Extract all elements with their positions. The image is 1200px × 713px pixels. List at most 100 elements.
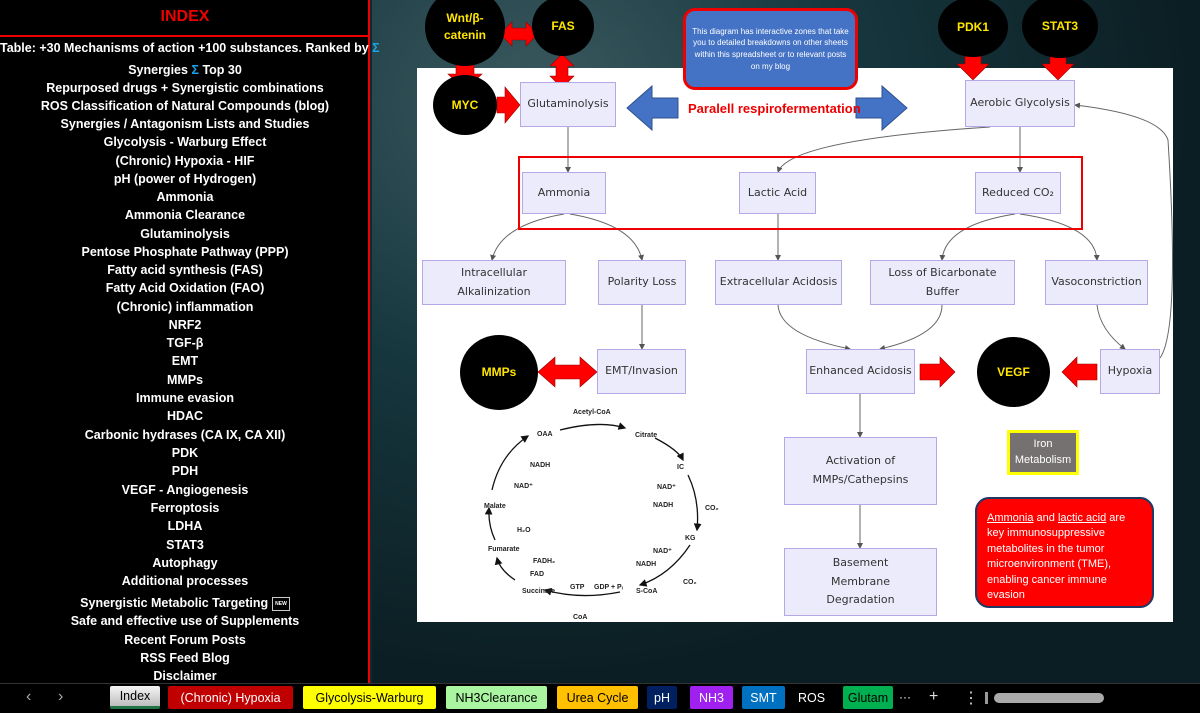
next-sheet-button[interactable]: › <box>58 688 64 705</box>
arrow-left-icon <box>1061 356 1098 388</box>
sheet-tab[interactable]: NH3 <box>690 686 733 709</box>
double-arrow-icon <box>537 356 598 388</box>
box-enhanced-acidosis[interactable]: Enhanced Acidosis <box>806 349 915 394</box>
sidebar-item[interactable]: PDK <box>0 446 370 460</box>
box-intracellular-alkalinization[interactable]: Intracellular Alkalinization <box>422 260 566 305</box>
sheet-tab[interactable]: Glycolysis-Warburg <box>303 686 436 709</box>
sidebar-item[interactable]: TGF-β <box>0 336 370 350</box>
box-reduced-co2[interactable]: Reduced CO₂ <box>975 172 1061 214</box>
info-text: This diagram has interactive zones that … <box>692 26 849 71</box>
label: MMPs <box>481 365 517 380</box>
sidebar-item[interactable]: Fatty Acid Oxidation (FAO) <box>0 281 370 295</box>
box-hypoxia[interactable]: Hypoxia <box>1100 349 1160 394</box>
sidebar-item[interactable]: Glycolysis - Warburg Effect <box>0 135 370 149</box>
sidebar-item-synergies-top30[interactable]: Synergies Σ Top 30 <box>0 63 370 77</box>
edge <box>879 304 943 351</box>
label: Ammonia Clearance <box>124 208 246 222</box>
sidebar-item[interactable]: Recent Forum Posts <box>0 633 370 647</box>
sidebar-item[interactable]: EMT <box>0 354 370 368</box>
node-myc[interactable]: MYC <box>433 75 497 135</box>
scrollbar-thumb[interactable] <box>994 693 1104 703</box>
label: Repurposed drugs + Synergistic combinati… <box>46 81 324 95</box>
box-vasoconstriction[interactable]: Vasoconstriction <box>1045 260 1148 305</box>
sidebar-item[interactable]: Immune evasion <box>0 391 370 405</box>
node-wnt-beta-catenin[interactable]: Wnt/β-catenin <box>425 0 505 66</box>
sidebar-item[interactable]: Autophagy <box>0 556 370 570</box>
sheet-tab[interactable]: (Chronic) Hypoxia <box>168 686 293 709</box>
box-polarity-loss[interactable]: Polarity Loss <box>598 260 686 305</box>
sheet-tab[interactable]: ROS <box>793 686 830 709</box>
sidebar-item[interactable]: (Chronic) Hypoxia - HIF <box>0 154 370 168</box>
more-sheets-button[interactable]: ··· <box>899 690 911 704</box>
lactic-acid-link[interactable]: lactic acid <box>1057 512 1107 524</box>
sheet-tab[interactable]: pH <box>647 686 677 709</box>
box-emt-invasion[interactable]: EMT/Invasion <box>597 349 686 394</box>
edge <box>939 213 1016 261</box>
sheet-tab[interactable]: NH3Clearance <box>446 686 547 709</box>
arrow-right-icon <box>855 84 908 132</box>
box-extracellular-acidosis[interactable]: Extracellular Acidosis <box>715 260 842 305</box>
sidebar-item[interactable]: STAT3 <box>0 538 370 552</box>
sheet-tab[interactable]: Index <box>110 686 160 709</box>
prev-sheet-button[interactable]: ‹ <box>26 688 32 705</box>
sheet-tab-bar: ‹ › Index (Chronic) Hypoxia Glycolysis-War… <box>0 683 1200 713</box>
ammonia-link[interactable]: Ammonia <box>987 512 1034 524</box>
sidebar-item[interactable]: Repurposed drugs + Synergistic combinati… <box>0 81 370 95</box>
sidebar-item[interactable]: VEGF - Angiogenesis <box>0 483 370 497</box>
node-pdk1[interactable]: PDK1 <box>938 0 1008 57</box>
sidebar-item[interactable]: PDH <box>0 464 370 478</box>
sidebar-item[interactable]: Safe and effective use of Supplements <box>0 614 370 628</box>
arrow-right-icon <box>496 86 521 124</box>
node-fas[interactable]: FAS <box>532 0 594 56</box>
sidebar-item[interactable]: LDHA <box>0 519 370 533</box>
sheet-tab[interactable]: Urea Cycle <box>557 686 638 709</box>
info-box: This diagram has interactive zones that … <box>683 8 858 90</box>
box-bicarbonate-buffer[interactable]: Loss of Bicarbonate Buffer <box>870 260 1015 305</box>
sidebar-item[interactable]: Pentose Phosphate Pathway (PPP) <box>0 245 370 259</box>
box-ammonia[interactable]: Ammonia <box>522 172 606 214</box>
label: PDK <box>171 446 199 460</box>
sidebar-item[interactable]: Synergies / Antagonism Lists and Studies <box>0 117 370 131</box>
box-aerobic-glycolysis[interactable]: Aerobic Glycolysis <box>965 80 1075 127</box>
label: PDH <box>171 464 199 478</box>
sheet-tab[interactable]: Glutam <box>843 686 893 709</box>
sidebar-item[interactable]: Ammonia <box>0 190 370 204</box>
label: Additional processes <box>121 574 249 588</box>
sidebar-item[interactable]: Glutaminolysis <box>0 227 370 241</box>
node-mmps[interactable]: MMPs <box>460 335 538 410</box>
divider <box>0 35 370 37</box>
sidebar-item[interactable]: Ferroptosis <box>0 501 370 515</box>
box-mmp-activation[interactable]: Activation of MMPs/Cathepsins <box>784 437 937 505</box>
sidebar-item[interactable]: pH (power of Hydrogen) <box>0 172 370 186</box>
edge <box>1096 304 1126 350</box>
node-vegf[interactable]: VEGF <box>977 337 1050 407</box>
sidebar-item[interactable]: ROS Classification of Natural Compounds … <box>0 99 370 113</box>
label: EMT <box>171 354 199 368</box>
sidebar-item[interactable]: Disclaimer <box>0 669 370 683</box>
label: FAS <box>551 18 575 33</box>
node-stat3[interactable]: STAT3 <box>1022 0 1098 58</box>
sidebar-item[interactable]: MMPs <box>0 373 370 387</box>
label: Ammonia <box>156 190 214 204</box>
sidebar-item[interactable]: Additional processes <box>0 574 370 588</box>
sidebar-item[interactable]: Ammonia Clearance <box>0 208 370 222</box>
iron-metabolism-button[interactable]: Iron Metabolism <box>1007 430 1079 475</box>
box-glutaminolysis[interactable]: Glutaminolysis <box>520 82 616 127</box>
sidebar-item[interactable]: Fatty acid synthesis (FAS) <box>0 263 370 277</box>
add-sheet-button[interactable]: + <box>929 688 939 705</box>
sheet-tab[interactable]: SMT <box>742 686 785 709</box>
arrow-left-icon <box>626 84 679 132</box>
sheet-menu-button[interactable]: ⋮ <box>963 690 979 707</box>
edge <box>1019 213 1100 261</box>
sidebar-item[interactable]: NRF2 <box>0 318 370 332</box>
sidebar-item-table[interactable]: Table: +30 Mechanisms of action +100 sub… <box>0 41 380 55</box>
sidebar-item[interactable]: RSS Feed Blog <box>0 651 370 665</box>
sidebar-item[interactable]: Carbonic hydrases (CA IX, CA XII) <box>0 428 370 442</box>
box-lactic-acid[interactable]: Lactic Acid <box>739 172 816 214</box>
sidebar-item[interactable]: HDAC <box>0 409 370 423</box>
sidebar-item[interactable]: (Chronic) inflammation <box>0 300 370 314</box>
horizontal-scrollbar[interactable] <box>985 692 1200 704</box>
label: Synergies <box>128 63 188 77</box>
box-basement-membrane[interactable]: Basement Membrane Degradation <box>784 548 937 616</box>
